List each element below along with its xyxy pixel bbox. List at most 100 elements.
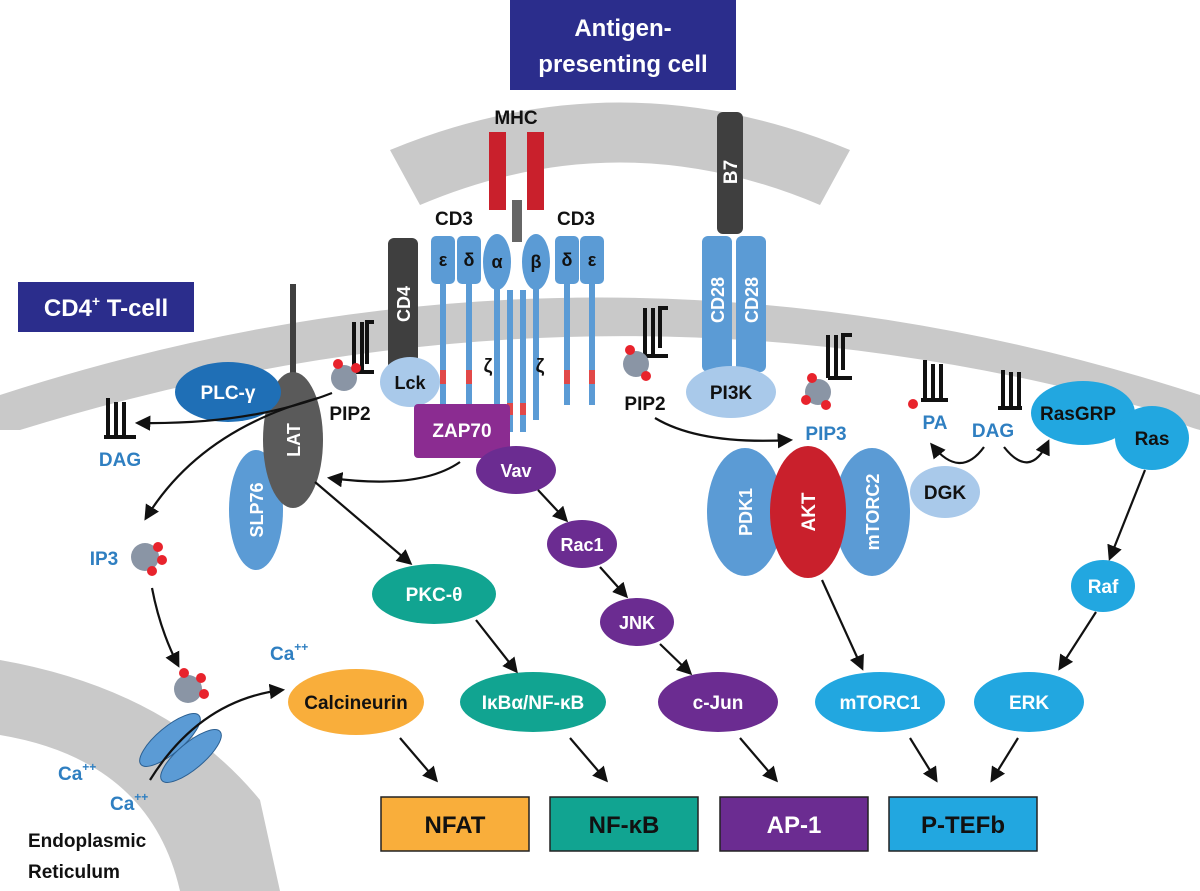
pa-phosphate <box>908 399 918 409</box>
pa-label: PA <box>923 413 948 434</box>
er-label-line2: Reticulum <box>28 862 120 883</box>
b7-label: B7 <box>721 160 742 184</box>
nfkb-box <box>549 796 699 852</box>
pip2-left-label: PIP2 <box>329 404 370 425</box>
tcr-alpha-stalk <box>494 280 500 420</box>
pdk1-node <box>707 448 783 576</box>
calcium-bottom-label: Ca++ <box>110 790 148 815</box>
arrow-raf-to-erk <box>1058 611 1097 671</box>
mhc-chain-right <box>527 132 544 210</box>
lat-node <box>263 372 323 508</box>
arrow-mtorc1-to-ptefb <box>909 737 938 783</box>
cd3-epsilon-left <box>431 236 455 284</box>
lck-node <box>380 357 440 407</box>
apc-label-box <box>510 0 736 90</box>
arrow-pkc-to-ikb <box>475 619 518 674</box>
pi3k-node <box>686 366 776 418</box>
slp76-label: SLP76 <box>247 482 267 537</box>
cd3-delta-left-itam <box>466 370 472 384</box>
dgk-label: DGK <box>924 483 967 504</box>
cd3-epsilon-right-stalk <box>589 280 595 405</box>
cd3-epsilon-left-label: ε <box>439 250 448 270</box>
pip2-left-phosphate-1 <box>333 359 343 369</box>
nfkb-label: NF-κB <box>589 812 660 839</box>
calcineurin-label: Calcineurin <box>304 693 407 714</box>
ras-label: Ras <box>1135 429 1170 450</box>
raf-node <box>1071 560 1135 612</box>
lat-anchor <box>290 284 296 380</box>
mtorc1-node <box>815 672 945 732</box>
cd3-epsilon-left-stalk <box>440 280 446 405</box>
cd28-label-left: CD28 <box>708 277 728 323</box>
tcell-membrane <box>0 297 1200 430</box>
lck-label: Lck <box>394 373 426 393</box>
dag-right-icon <box>998 370 1022 410</box>
cd28-label-right: CD28 <box>742 277 762 323</box>
arrow-zap70-to-lat <box>326 461 461 488</box>
ikb-nfkb-label: IκBα/NF-κB <box>482 693 585 714</box>
dag-right-label: DAG <box>972 421 1014 442</box>
ap1-label: AP-1 <box>767 812 822 839</box>
mhc-label: MHC <box>494 108 538 129</box>
dag-left-icon <box>104 398 136 439</box>
ikb-nfkb-node <box>460 672 606 732</box>
antigen-peptide <box>512 200 522 242</box>
pkc-theta-node <box>372 564 496 624</box>
cd28-chain-left <box>702 236 732 372</box>
arrow-ras-to-raf <box>1107 469 1147 561</box>
apc-label-line1: Antigen- <box>574 15 671 42</box>
cd3-epsilon-right-itam <box>589 370 595 384</box>
cd3-delta-right <box>555 236 579 284</box>
ras-node <box>1115 406 1189 470</box>
rasgrp-label: RasGRP <box>1040 404 1116 425</box>
mtorc2-label: mTORC2 <box>863 474 883 551</box>
arrow-pip2-to-ip3 <box>144 396 319 521</box>
arrow-calcium-release <box>149 683 286 781</box>
arrow-jnk-to-cjun <box>659 643 693 676</box>
arrow-pip2-to-pip3 <box>654 417 794 449</box>
ip3-bound-phosphate-3 <box>199 689 209 699</box>
cjun-node <box>658 672 778 732</box>
rasgrp-node <box>1031 381 1135 445</box>
pip3-tail <box>826 333 852 380</box>
apc-label-line2: presenting cell <box>538 51 707 78</box>
tcr-alpha <box>483 234 511 290</box>
ip3-bound-phosphate-2 <box>196 673 206 683</box>
mtorc1-label: mTORC1 <box>840 693 921 714</box>
b7-ligand <box>717 112 743 234</box>
pip2-right-label: PIP2 <box>624 394 665 415</box>
ap1-box <box>719 796 869 852</box>
cd3-delta-right-itam <box>564 370 570 384</box>
cd3-delta-left-label: δ <box>464 250 475 270</box>
mtorc2-node <box>834 448 910 576</box>
cjun-label: c-Jun <box>693 693 744 714</box>
ip3-bound-head <box>174 675 202 703</box>
pip3-label: PIP3 <box>805 424 846 445</box>
erk-node <box>974 672 1084 732</box>
rac1-label: Rac1 <box>560 535 603 555</box>
arrow-dag-to-rasgrp <box>1003 439 1050 464</box>
arrow-erk-to-ptefb <box>990 737 1019 783</box>
raf-label: Raf <box>1088 577 1119 598</box>
arrow-akt-to-mtorc1 <box>820 579 864 671</box>
tcell-label: CD4+ T-cell <box>44 293 168 322</box>
pip3-phosphate-3 <box>821 400 831 410</box>
pkc-theta-label: PKC-θ <box>406 585 463 606</box>
cd28-chain-right <box>736 236 766 372</box>
cd3-epsilon-left-itam <box>440 370 446 384</box>
arrow-vav-to-rac1 <box>537 489 569 523</box>
ptefb-box <box>888 796 1038 852</box>
lat-label: LAT <box>284 423 304 457</box>
ip3-phosphate-2 <box>157 555 167 565</box>
pip2-right-tail <box>643 306 668 358</box>
arrow-calcineurin-to-nfat <box>399 737 439 783</box>
dag-left-label: DAG <box>99 450 141 471</box>
plc-gamma-node <box>175 362 281 422</box>
mhc-chain-left <box>489 132 506 210</box>
er-membrane <box>0 660 280 891</box>
tcr-beta-label: β <box>531 252 542 272</box>
er-label-line1: Endoplasmic <box>28 831 147 852</box>
arrow-ikb-to-nfkb <box>569 737 609 783</box>
pip2-left-phosphate-2 <box>351 363 361 373</box>
calcium-top-label: Ca++ <box>270 640 308 665</box>
